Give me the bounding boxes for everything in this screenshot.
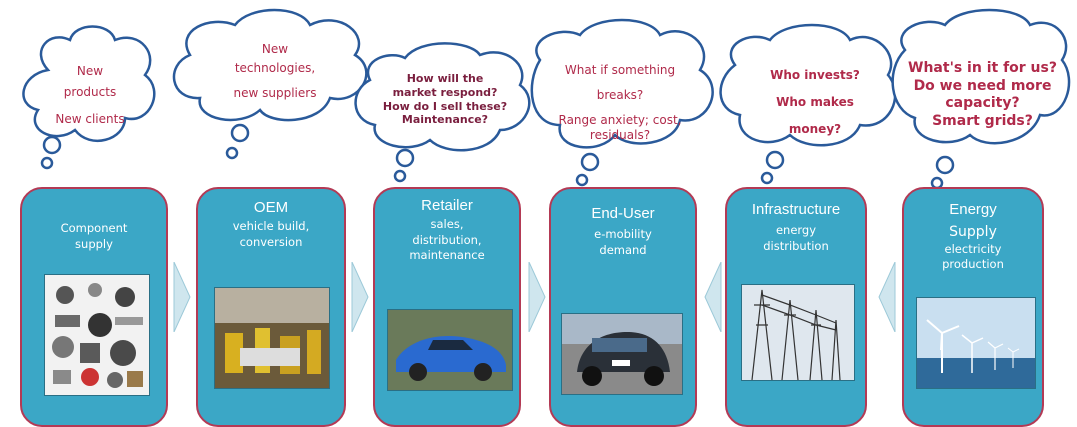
stage-line: electricity xyxy=(944,241,1002,256)
stage-subtitle: Component supply xyxy=(22,221,166,252)
stage-component-supply: Component supply xyxy=(20,187,168,427)
stage-title: Infrastructure xyxy=(751,201,841,218)
stage-energy-supply: Energy Supply electricity production xyxy=(902,187,1044,427)
stage-line: sales, xyxy=(430,217,464,231)
stage-retailer: Retailer sales, distribution, maintenanc… xyxy=(373,187,521,427)
arrow-right-icon xyxy=(173,262,191,332)
thought-clouds-layer xyxy=(22,8,1071,190)
cloud-text-oem: New technologies, new suppliers xyxy=(200,42,350,101)
stage-title: Energy xyxy=(949,201,997,218)
arrow-right-icon xyxy=(351,262,369,332)
stage-line: production xyxy=(942,257,1004,272)
cloud-line: residuals? xyxy=(589,128,651,142)
cloud-line: New clients xyxy=(55,112,125,126)
cloud-line: technologies, xyxy=(234,61,316,75)
cloud-line: How do I sell these? xyxy=(382,99,508,113)
cloud-line: New xyxy=(76,64,104,78)
cloud-line: Smart grids? xyxy=(932,112,1033,129)
stage-line: distribution xyxy=(763,238,829,253)
cloud-line: What's in it for us? xyxy=(908,60,1057,76)
cloud-text-energy: What's in it for us? Do we need more cap… xyxy=(895,60,1070,130)
electric-car-photo xyxy=(561,313,683,395)
cloud-text-infra: Who invests? Who makes money? xyxy=(740,68,890,137)
stage-line: conversion xyxy=(239,234,303,249)
cloud-line: What if something xyxy=(564,63,676,77)
stage-infrastructure: Infrastructure energy distribution xyxy=(725,187,867,427)
stage-subtitle: e-mobility demand xyxy=(551,227,695,258)
thought-cloud-retailer xyxy=(354,42,531,183)
thought-cloud-oem xyxy=(172,8,368,160)
cloud-line: Who invests? xyxy=(770,68,860,82)
blue-sports-car-photo xyxy=(387,309,513,391)
thought-cloud-infra xyxy=(719,23,897,185)
stage-subtitle: energy distribution xyxy=(727,223,865,254)
stage-line: energy xyxy=(775,223,817,237)
cloud-line: market respond? xyxy=(392,85,498,99)
cloud-line: breaks? xyxy=(596,88,644,102)
cloud-text-retailer: How will the market respond? How do I se… xyxy=(375,72,515,127)
cloud-line: products xyxy=(63,85,117,99)
cloud-line: money? xyxy=(788,122,842,136)
stage-subtitle: vehicle build, conversion xyxy=(198,219,344,250)
cloud-line: capacity? xyxy=(945,95,1020,111)
thought-cloud-component xyxy=(22,25,156,170)
stage-end-user: End-User e-mobility demand xyxy=(549,187,697,427)
cloud-line: New xyxy=(261,42,289,56)
thought-cloud-energy xyxy=(891,8,1071,190)
stage-line: supply xyxy=(75,236,113,251)
stage-line: Supply xyxy=(949,224,997,240)
cloud-text-component: New products New clients xyxy=(40,64,140,127)
stage-subtitle: Supply electricity production xyxy=(904,223,1042,273)
factory-robots-photo xyxy=(214,287,330,389)
stage-line: Component xyxy=(60,221,128,235)
cloud-line: new suppliers xyxy=(233,86,317,100)
cloud-line: Do we need more xyxy=(913,77,1052,94)
arrow-left-icon xyxy=(704,262,722,332)
stage-title: End-User xyxy=(591,205,655,222)
stage-line: distribution, xyxy=(412,232,482,247)
cloud-line: Maintenance? xyxy=(401,113,489,127)
stage-title: OEM xyxy=(253,199,289,216)
stage-line: vehicle build, xyxy=(232,219,310,233)
stage-line: demand xyxy=(599,242,647,257)
stage-line: maintenance xyxy=(409,248,485,263)
arrow-left-icon xyxy=(878,262,896,332)
cloud-line: Who makes xyxy=(776,95,854,109)
thought-cloud-enduser xyxy=(530,18,714,187)
stage-oem: OEM vehicle build, conversion xyxy=(196,187,346,427)
stage-title: Retailer xyxy=(421,197,473,214)
stage-subtitle: sales, distribution, maintenance xyxy=(375,217,519,264)
cloud-text-enduser: What if something breaks? Range anxiety;… xyxy=(545,63,695,143)
auto-parts-photo xyxy=(44,274,150,396)
cloud-line: How will the xyxy=(406,72,484,85)
stage-line: e-mobility xyxy=(594,227,652,241)
wind-turbines-photo xyxy=(916,297,1036,389)
cloud-line: Range anxiety; cost, xyxy=(558,113,682,127)
power-pylons-photo xyxy=(741,284,855,381)
arrow-right-icon xyxy=(528,262,546,332)
